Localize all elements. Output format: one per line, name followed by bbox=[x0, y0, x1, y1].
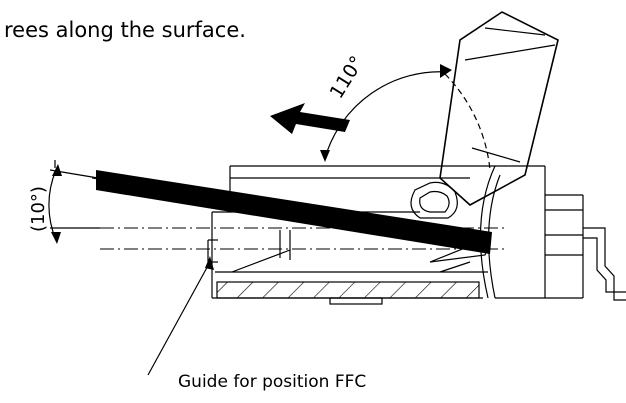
actuator-lever bbox=[410, 11, 559, 219]
rotation-angle-label: 110° bbox=[326, 52, 369, 102]
tilt-angle-dimension: (10°) bbox=[28, 160, 100, 244]
insertion-direction-arrow bbox=[270, 103, 350, 134]
tilt-angle-label: (10°) bbox=[28, 186, 49, 232]
connector-body-right bbox=[479, 165, 626, 301]
caption-text: rees along the surface. bbox=[4, 18, 246, 42]
centerlines bbox=[91, 177, 505, 250]
hatched-base bbox=[216, 281, 480, 299]
rotation-angle-dimension: 110° bbox=[320, 52, 491, 171]
guide-leader bbox=[147, 256, 214, 376]
guide-label: Guide for position FFC bbox=[178, 372, 366, 392]
